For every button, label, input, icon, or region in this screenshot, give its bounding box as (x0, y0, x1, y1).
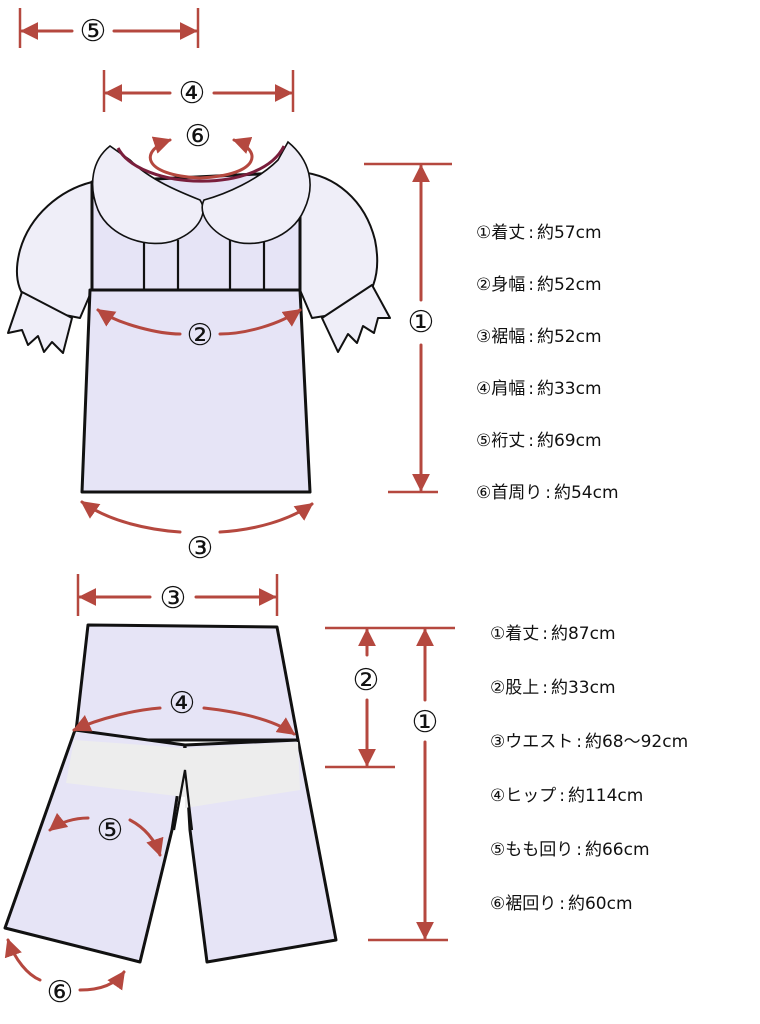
left-cuff (7, 291, 73, 354)
spec-row: ⑥首周り:約54cm (476, 478, 619, 503)
spec-value: 約68～92cm (584, 732, 689, 752)
spec-value: 約54cm (553, 483, 619, 503)
spec-value: 約57cm (536, 223, 602, 243)
spec-row: ②股上:約33cm (490, 673, 616, 698)
spec-row: ④肩幅:約33cm (476, 374, 602, 399)
spec-row: ①着丈:約57cm (476, 218, 602, 243)
top-measure-arrows (18, 8, 452, 534)
spec-label: ③裾幅 (476, 327, 526, 347)
neck-trim (116, 145, 286, 183)
spec-row: ⑤もも回り:約66cm (490, 835, 650, 860)
label-sleeve-length: ⑤ (80, 14, 107, 49)
spec-sep: : (528, 379, 534, 399)
spec-value: 約87cm (550, 624, 616, 644)
label-hem: ⑥ (47, 975, 74, 1010)
spec-label: ⑤もも回り (490, 840, 574, 860)
spec-label: ③ウエスト (490, 732, 574, 752)
label-hem-width: ③ (187, 531, 214, 566)
spec-value: 約114cm (567, 786, 644, 806)
spec-row: ①着丈:約87cm (490, 619, 616, 644)
spec-sep: : (559, 786, 565, 806)
collar-left (91, 145, 204, 245)
spec-row: ③裾幅:約52cm (476, 322, 602, 347)
spec-label: ⑤裄丈 (476, 431, 526, 451)
spec-label: ⑥首周り (476, 483, 543, 503)
spec-sep: : (576, 840, 582, 860)
label-chest-width: ② (187, 318, 214, 353)
label-shoulder-width: ④ (179, 76, 206, 111)
label-length: ① (408, 305, 435, 340)
spec-sep: : (528, 327, 534, 347)
label-thigh: ⑤ (97, 813, 124, 848)
spec-label: ①着丈 (476, 223, 526, 243)
pleat-lines (142, 240, 266, 290)
label-waist: ③ (160, 581, 187, 616)
spec-row: ④ヒップ:約114cm (490, 781, 643, 806)
spec-row: ⑥裾回り:約60cm (490, 889, 633, 914)
spec-sep: : (528, 431, 534, 451)
spec-value: 約33cm (536, 379, 602, 399)
pants-band-left (66, 740, 185, 797)
label-neck: ⑥ (185, 119, 212, 154)
spec-sep: : (559, 894, 565, 914)
spec-label: ②身幅 (476, 275, 526, 295)
spec-value: 約33cm (550, 678, 616, 698)
spec-label: ④肩幅 (476, 379, 526, 399)
spec-row: ⑤裄丈:約69cm (476, 426, 602, 451)
blouse-body (80, 288, 312, 494)
spec-value: 約52cm (536, 327, 602, 347)
pants-waist-area (73, 623, 300, 742)
spec-sep: : (528, 223, 534, 243)
spec-value: 約52cm (536, 275, 602, 295)
spec-label: ④ヒップ (490, 786, 557, 806)
spec-sep: : (576, 732, 582, 752)
spec-label: ⑥裾回り (490, 894, 557, 914)
bottom-measure-arrows (4, 574, 455, 992)
pants-band-right (185, 742, 300, 808)
top-measure-labels: ⑤ ④ ⑥ ② ① ③ (80, 14, 435, 566)
crotch-line (172, 769, 194, 831)
pants-illustration (3, 623, 338, 964)
right-cuff (321, 284, 391, 353)
spec-sep: : (545, 483, 551, 503)
label-hip: ④ (169, 686, 196, 721)
spec-value: 約60cm (567, 894, 633, 914)
spec-sep: : (528, 275, 534, 295)
collar-right (201, 140, 311, 245)
spec-value: 約66cm (584, 840, 650, 860)
spec-value: 約69cm (536, 431, 602, 451)
label-length: ① (412, 705, 439, 740)
spec-row: ③ウエスト:約68～92cm (490, 727, 688, 752)
blouse-illustration (7, 140, 391, 494)
spec-sep: : (542, 624, 548, 644)
spec-label: ①着丈 (490, 624, 540, 644)
bottom-measure-labels: ③ ② ① ④ ⑤ ⑥ (47, 581, 439, 1010)
spec-row: ②身幅:約52cm (476, 270, 602, 295)
spec-sep: : (542, 678, 548, 698)
label-rise: ② (353, 663, 380, 698)
spec-label: ②股上 (490, 678, 540, 698)
